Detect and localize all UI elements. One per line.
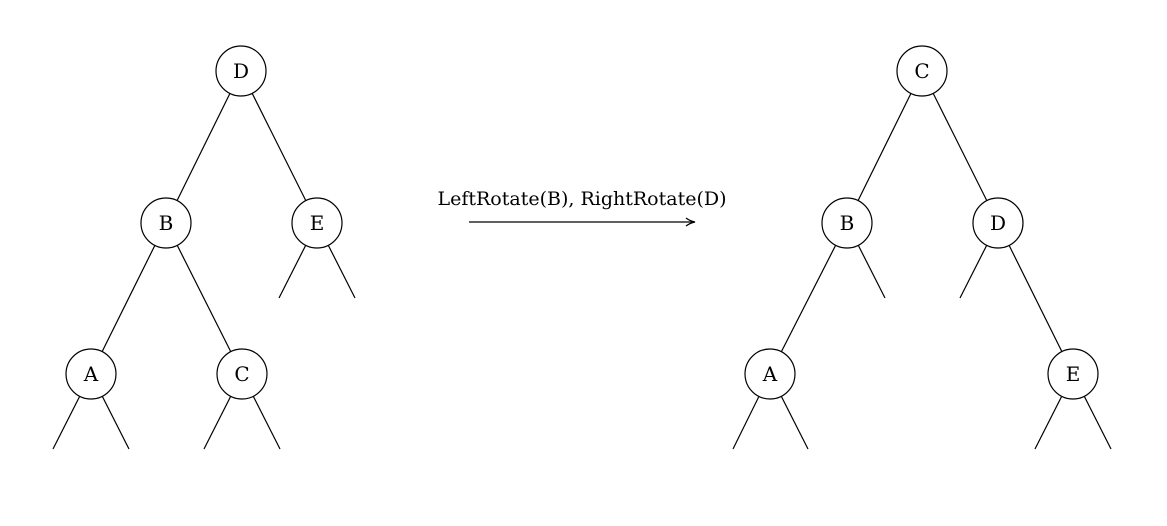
node-D: D <box>215 45 267 97</box>
node-B: B <box>140 197 192 249</box>
edge-D-E <box>997 222 1074 375</box>
node-label: E <box>1066 362 1081 386</box>
tree-before: D B E A C <box>52 45 356 450</box>
tree-after: C B D A E <box>732 45 1112 450</box>
node-circle <box>896 45 948 97</box>
edge-D-E <box>240 70 318 224</box>
node-label: C <box>234 362 249 386</box>
edge-D-B <box>165 70 242 224</box>
node-label: B <box>159 211 174 235</box>
edge-C-D <box>921 70 999 224</box>
node-E: E <box>291 197 343 249</box>
node-A: A <box>65 348 117 400</box>
transform-label: LeftRotate(B), RightRotate(D) <box>437 188 726 210</box>
node-circle <box>215 45 267 97</box>
node-C: C <box>896 45 948 97</box>
node-E: E <box>1047 348 1099 400</box>
edge-B-C <box>165 222 243 375</box>
node-circle <box>744 348 796 400</box>
node-label: A <box>762 362 778 386</box>
node-label: D <box>233 59 249 83</box>
node-B: B <box>821 197 873 249</box>
node-circle <box>972 197 1024 249</box>
node-label: D <box>990 211 1006 235</box>
node-circle <box>291 197 343 249</box>
node-label: B <box>840 211 855 235</box>
node-C: C <box>216 348 268 400</box>
node-circle <box>140 197 192 249</box>
node-D: D <box>972 197 1024 249</box>
edge-C-B <box>846 70 923 224</box>
node-circle <box>216 348 268 400</box>
node-label: A <box>83 362 99 386</box>
node-label: E <box>310 211 325 235</box>
edge-B-A <box>769 222 848 375</box>
node-circle <box>65 348 117 400</box>
node-A: A <box>744 348 796 400</box>
transform-arrow: LeftRotate(B), RightRotate(D) <box>437 188 727 227</box>
edge-B-A <box>90 222 167 375</box>
node-circle <box>1047 348 1099 400</box>
node-circle <box>821 197 873 249</box>
node-label: C <box>914 59 929 83</box>
